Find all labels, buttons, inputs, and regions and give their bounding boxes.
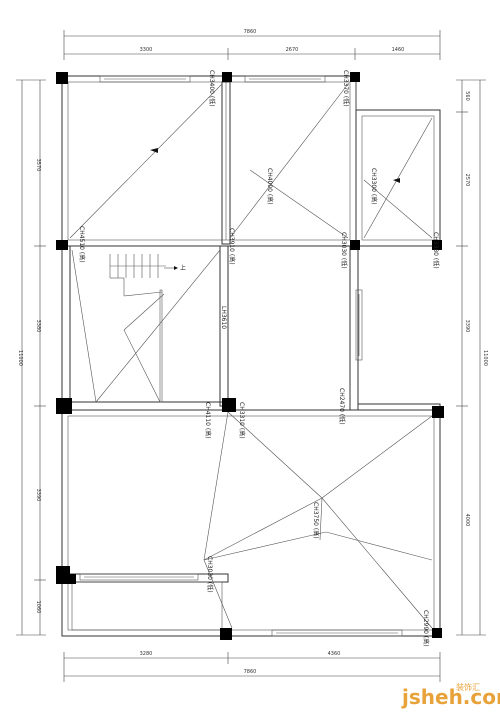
- ceiling-slope-lines: [69, 83, 433, 629]
- bottom-dimensions: 3280 4360 7860: [63, 651, 441, 682]
- label-ch3310: CH3310 (高): [238, 402, 246, 439]
- label-ch2470: CH2470 (低): [338, 388, 346, 425]
- label-ch2990: CH2990 (高): [422, 610, 430, 647]
- top-dimensions: 7860 3300 2670 1460: [63, 29, 441, 60]
- dim-right-seg-2: 2570: [464, 174, 470, 187]
- dim-left-seg-3: 3390: [35, 489, 41, 502]
- dim-right-seg-4: 4000: [464, 514, 470, 527]
- walls: [61, 75, 441, 637]
- dim-left-total: 11000: [17, 350, 23, 366]
- watermark-logo: jsheh.com 装饰汇: [401, 682, 500, 709]
- dim-left-seg-2: 3380: [35, 320, 41, 333]
- label-lh3610: LH3610: [220, 306, 227, 329]
- arrow-marker-icon: [150, 148, 158, 153]
- dim-bottom-seg-1: 3280: [140, 651, 153, 657]
- dim-left-seg-4: 1060: [35, 601, 41, 614]
- watermark-chinese: 装饰汇: [456, 682, 480, 692]
- label-ch3030: CH3030 (低): [340, 232, 348, 269]
- dim-left-seg-1: 3570: [35, 159, 41, 172]
- label-ch4110: CH4110 (高): [204, 402, 212, 439]
- label-ch4510: CH4510 (高): [78, 226, 86, 263]
- dim-right-seg-3: 3390: [464, 320, 470, 333]
- dim-top-seg-3: 1460: [392, 47, 405, 53]
- label-ch4000: CH4000 (高): [266, 168, 274, 205]
- label-ch3750: CH3750 (高): [312, 502, 320, 539]
- label-ch3380: CH3380 (低): [432, 232, 440, 269]
- dim-bottom-seg-2: 4360: [328, 651, 341, 657]
- dim-top-total: 7860: [244, 29, 257, 35]
- dim-right-total: 11000: [482, 350, 488, 366]
- label-ch3400: CH3400 (低): [208, 70, 216, 107]
- watermark-brand: jsheh.com: [401, 685, 500, 709]
- label-ch3370: CH3370 (低): [342, 70, 350, 107]
- stair-up-label: 上: [180, 264, 186, 272]
- ceiling-height-labels: CH3400 (低) CH3370 (低) CH4000 (高) CH3300 …: [78, 70, 440, 647]
- dim-bottom-total: 7860: [244, 669, 257, 675]
- dim-right-seg-1: 560: [464, 91, 470, 101]
- dim-top-seg-1: 3300: [140, 47, 153, 53]
- right-dimensions: 560 2570 3390 4000 11000: [456, 79, 488, 636]
- arrow-marker-icon: [393, 178, 400, 183]
- dim-top-seg-2: 2670: [286, 47, 299, 53]
- lamp-markers: 上: [150, 148, 400, 272]
- stair-up-arrow-icon: [174, 266, 178, 270]
- left-dimensions: 3570 3380 3390 1060 11000: [16, 79, 46, 636]
- label-ch3300: CH3300 (高): [370, 168, 378, 205]
- label-ch3910: CH3910 (高): [228, 228, 236, 265]
- structural-columns: [56, 72, 444, 640]
- label-ch3030b: CH3030 (低): [206, 556, 214, 593]
